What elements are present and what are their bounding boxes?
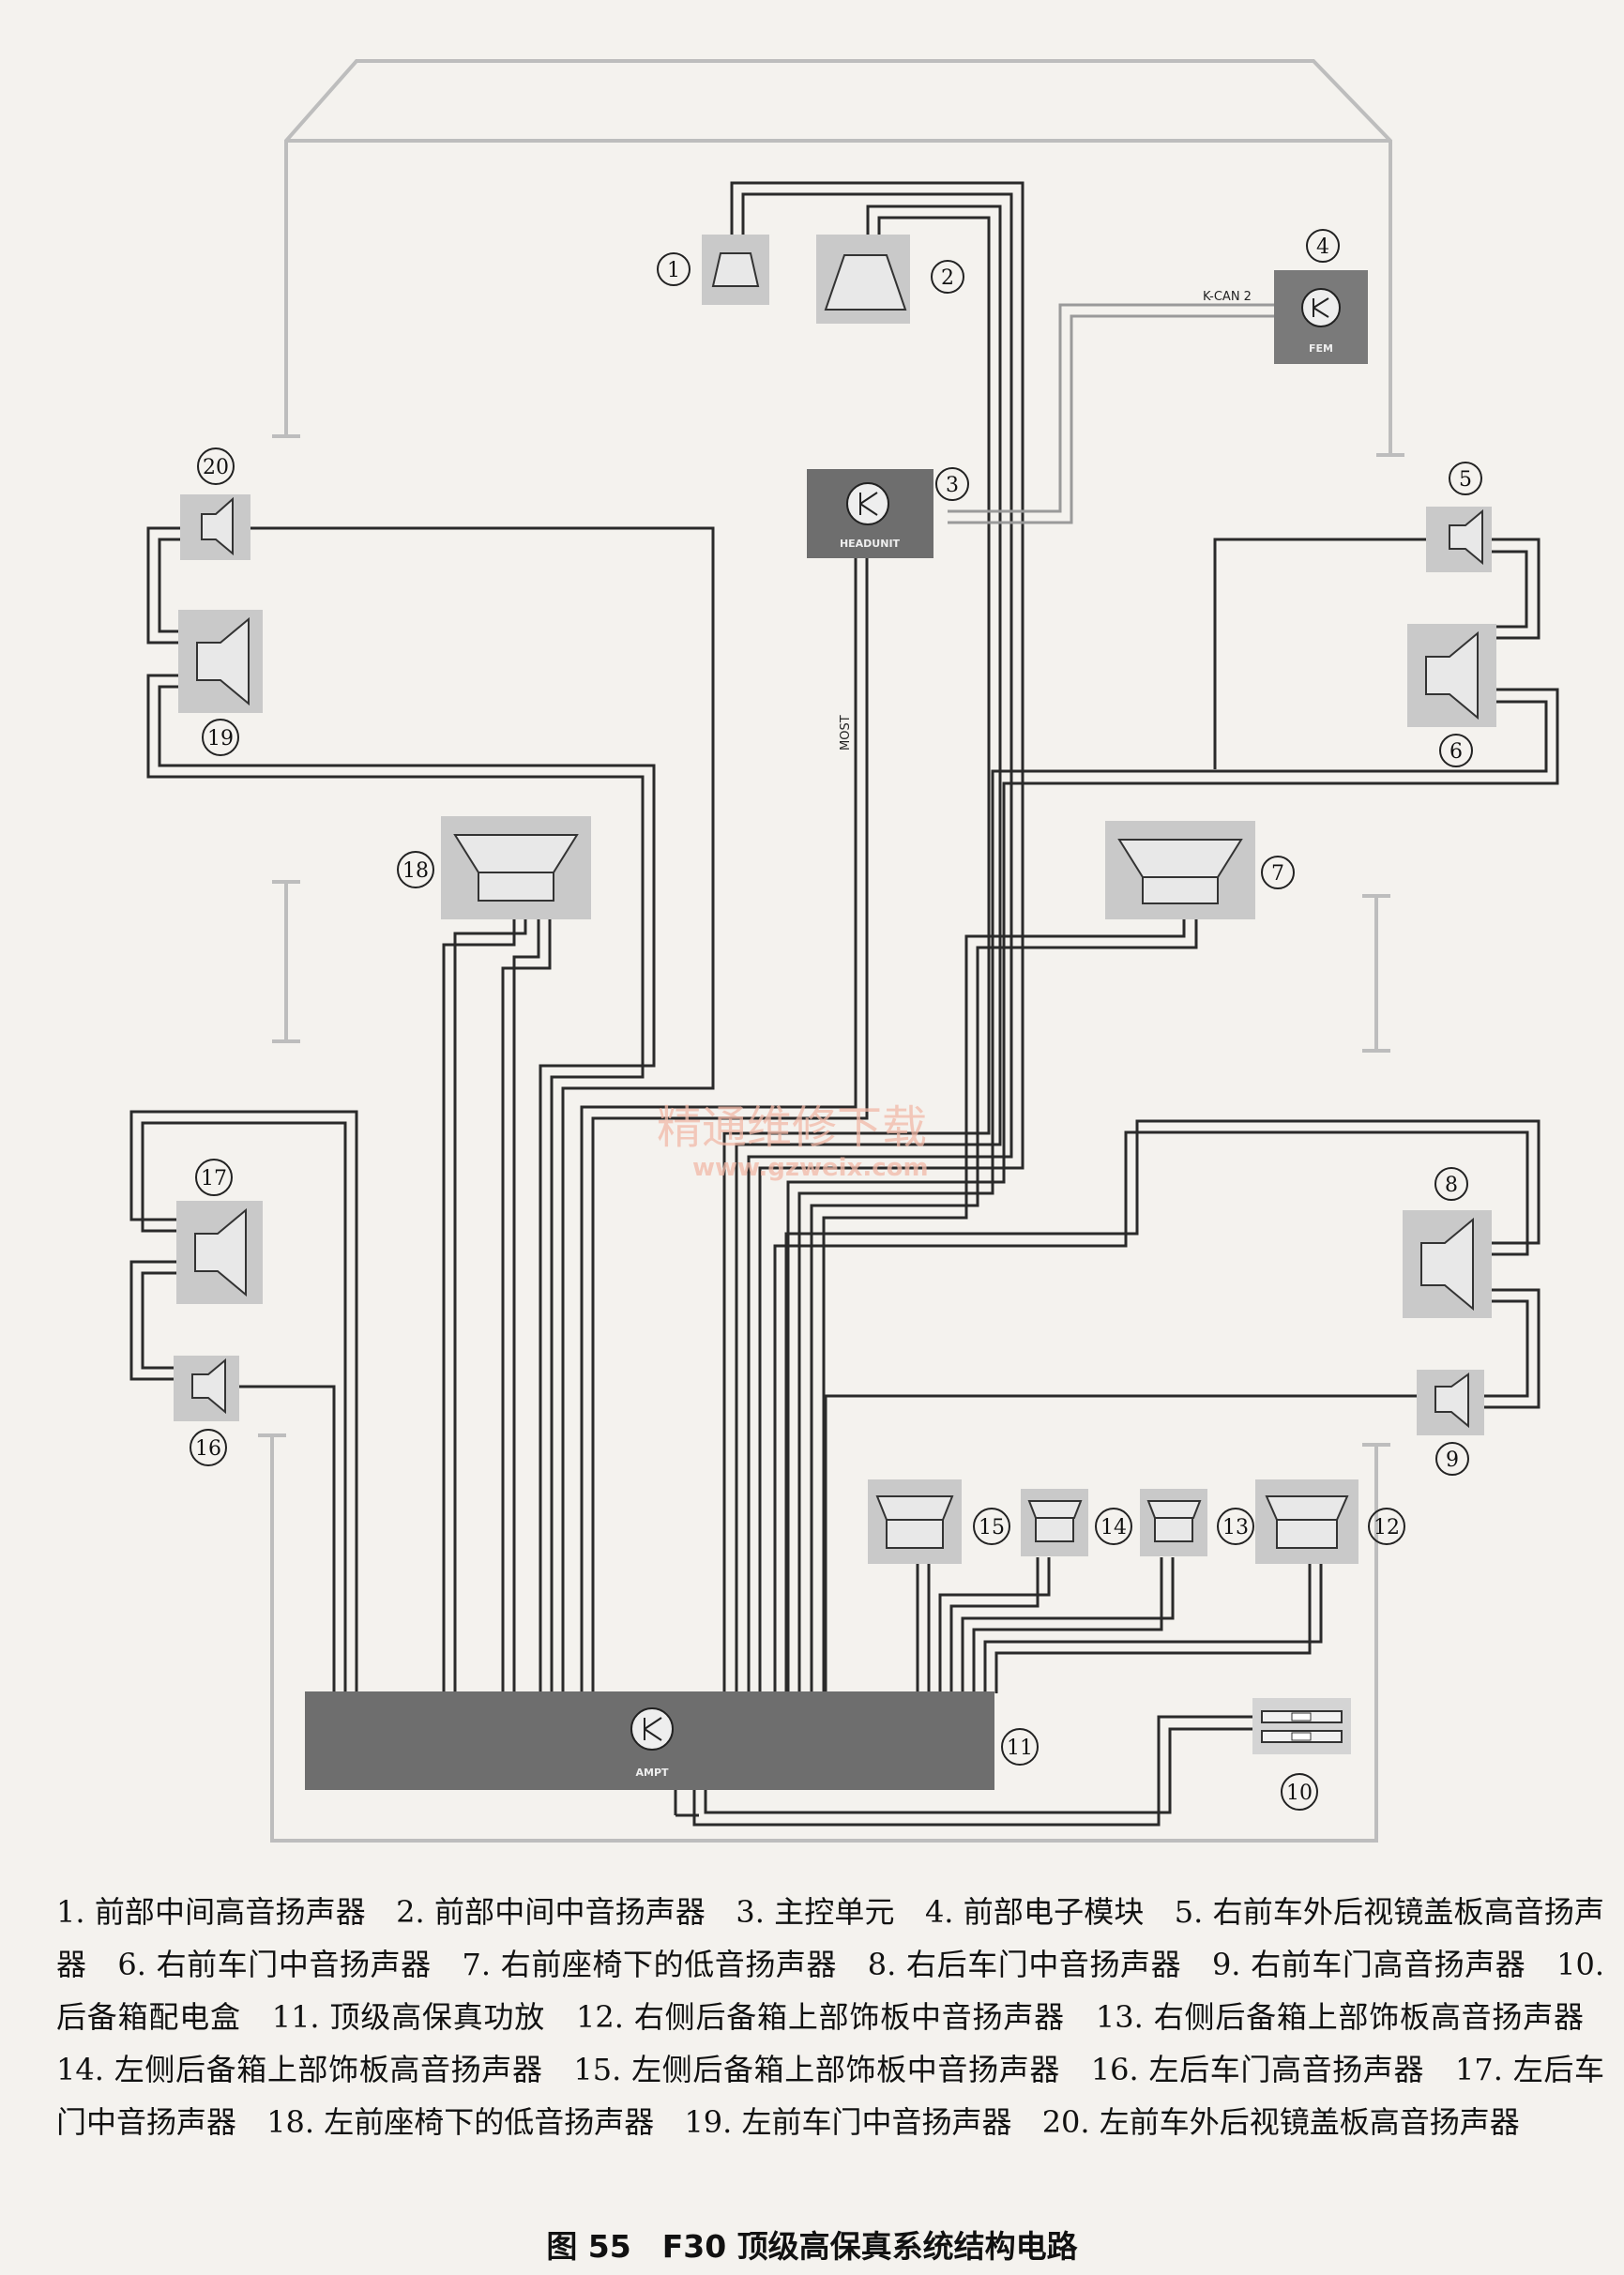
legend: 1. 前部中间高音扬声器 2. 前部中间中音扬声器 3. 主控单元 4. 前部电… xyxy=(56,1886,1604,2148)
callout-15: 15 xyxy=(973,1508,1010,1545)
speaker-19 xyxy=(178,610,263,713)
callout-10: 10 xyxy=(1281,1773,1318,1811)
legend-item: 20. 左前车外后视镜盖板高音扬声器 xyxy=(1041,2104,1520,2140)
callout-5: 5 xyxy=(1449,462,1482,495)
callout-19: 19 xyxy=(202,719,239,756)
svg-text:5: 5 xyxy=(1459,468,1472,492)
speaker-1 xyxy=(702,235,769,305)
callout-6: 6 xyxy=(1439,734,1473,767)
fem-module: FEM xyxy=(1274,270,1368,364)
speaker-12 xyxy=(1255,1479,1358,1564)
car-outline xyxy=(258,59,1404,1843)
legend-item: 2. 前部中间中音扬声器 xyxy=(396,1894,706,1930)
svg-text:7: 7 xyxy=(1271,862,1284,886)
legend-item: 3. 主控单元 xyxy=(736,1894,895,1930)
callout-3: 3 xyxy=(935,467,969,501)
legend-item: 17. 左后车门中音扬声器 xyxy=(56,2052,1604,2140)
speaker-14 xyxy=(1021,1489,1088,1556)
figure-caption: 图 55 F30 顶级高保真系统结构电路 xyxy=(546,2228,1078,2265)
speaker-6 xyxy=(1407,624,1496,727)
system-diagram: FEM HEADUNIT AMPT K-CAN 2 MOST 1 2 3 4 5… xyxy=(129,59,1559,1843)
callout-18: 18 xyxy=(397,851,434,888)
callout-14: 14 xyxy=(1095,1508,1132,1545)
legend-item: 5. 右前车外后视镜盖板高音扬声器 xyxy=(56,1894,1604,1982)
callout-13: 13 xyxy=(1217,1508,1254,1545)
svg-text:3: 3 xyxy=(946,474,959,497)
callout-20: 20 xyxy=(197,447,235,485)
svg-text:13: 13 xyxy=(1222,1516,1249,1539)
fem-label: FEM xyxy=(1309,342,1333,355)
svg-text:17: 17 xyxy=(201,1167,227,1191)
legend-item: 11. 顶级高保真功放 xyxy=(271,1999,546,2035)
legend-item: 10. 后备箱配电盒 xyxy=(56,1947,1604,2035)
speaker-8 xyxy=(1403,1210,1492,1318)
legend-item: 14. 左侧后备箱上部饰板高音扬声器 xyxy=(56,2052,543,2087)
kcan-label: K-CAN 2 xyxy=(1203,290,1252,304)
svg-text:2: 2 xyxy=(941,266,954,290)
callout-8: 8 xyxy=(1434,1167,1468,1201)
speaker-20 xyxy=(180,494,250,560)
svg-text:11: 11 xyxy=(1007,1737,1033,1760)
callout-12: 12 xyxy=(1368,1508,1405,1545)
svg-text:20: 20 xyxy=(203,456,229,479)
legend-item: 6. 右前车门中音扬声器 xyxy=(117,1947,432,1982)
svg-text:4: 4 xyxy=(1316,235,1329,259)
callout-1: 1 xyxy=(657,252,691,286)
svg-text:16: 16 xyxy=(195,1437,221,1461)
speaker-2 xyxy=(816,235,910,324)
legend-item: 4. 前部电子模块 xyxy=(924,1894,1145,1930)
legend-item: 15. 左侧后备箱上部饰板中音扬声器 xyxy=(573,2052,1060,2087)
trunk-fuse-box xyxy=(1252,1698,1351,1754)
callout-4: 4 xyxy=(1306,229,1340,263)
speaker-17 xyxy=(176,1201,263,1304)
watermark-title: 精通维修下载 xyxy=(657,1101,927,1154)
headunit-label: HEADUNIT xyxy=(840,538,901,550)
kcan-bus xyxy=(948,303,1276,524)
callout-11: 11 xyxy=(1001,1728,1039,1766)
legend-item: 7. 右前座椅下的低音扬声器 xyxy=(462,1947,838,1982)
legend-item: 19. 左前车门中音扬声器 xyxy=(684,2104,1012,2140)
callout-9: 9 xyxy=(1435,1442,1469,1476)
legend-item: 12. 右侧后备箱上部饰板中音扬声器 xyxy=(576,1999,1065,2035)
legend-item: 1. 前部中间高音扬声器 xyxy=(56,1894,366,1930)
speaker-9 xyxy=(1417,1370,1484,1435)
legend-item: 13. 右侧后备箱上部饰板高音扬声器 xyxy=(1095,1999,1584,2035)
svg-text:10: 10 xyxy=(1286,1782,1313,1805)
speaker-13 xyxy=(1140,1489,1207,1556)
svg-text:6: 6 xyxy=(1449,740,1463,764)
svg-text:12: 12 xyxy=(1374,1516,1400,1539)
headunit-module: HEADUNIT xyxy=(807,469,933,558)
svg-text:8: 8 xyxy=(1445,1174,1458,1197)
svg-text:18: 18 xyxy=(402,859,429,883)
speaker-15 xyxy=(868,1479,962,1564)
svg-text:15: 15 xyxy=(979,1516,1005,1539)
callout-7: 7 xyxy=(1261,856,1295,889)
svg-text:14: 14 xyxy=(1100,1516,1127,1539)
amp-label: AMPT xyxy=(635,1767,669,1779)
legend-item: 8. 右后车门中音扬声器 xyxy=(867,1947,1182,1982)
callout-16: 16 xyxy=(190,1429,227,1466)
most-label: MOST xyxy=(839,715,853,751)
legend-item: 9. 右前车门高音扬声器 xyxy=(1211,1947,1526,1982)
speaker-16 xyxy=(174,1356,239,1421)
wiring-harness xyxy=(129,181,1559,1827)
legend-item: 18. 左前座椅下的低音扬声器 xyxy=(266,2104,655,2140)
svg-text:1: 1 xyxy=(667,259,680,282)
callout-17: 17 xyxy=(195,1159,233,1196)
svg-text:19: 19 xyxy=(207,727,234,751)
legend-item: 16. 左后车门高音扬声器 xyxy=(1090,2052,1425,2087)
svg-text:9: 9 xyxy=(1446,1448,1459,1472)
speaker-18 xyxy=(441,816,591,919)
speaker-5 xyxy=(1426,507,1492,572)
amp-module: AMPT xyxy=(305,1691,994,1790)
speaker-7 xyxy=(1105,821,1255,919)
callout-2: 2 xyxy=(931,260,964,294)
watermark-url: www.gzweix.com xyxy=(692,1154,929,1182)
